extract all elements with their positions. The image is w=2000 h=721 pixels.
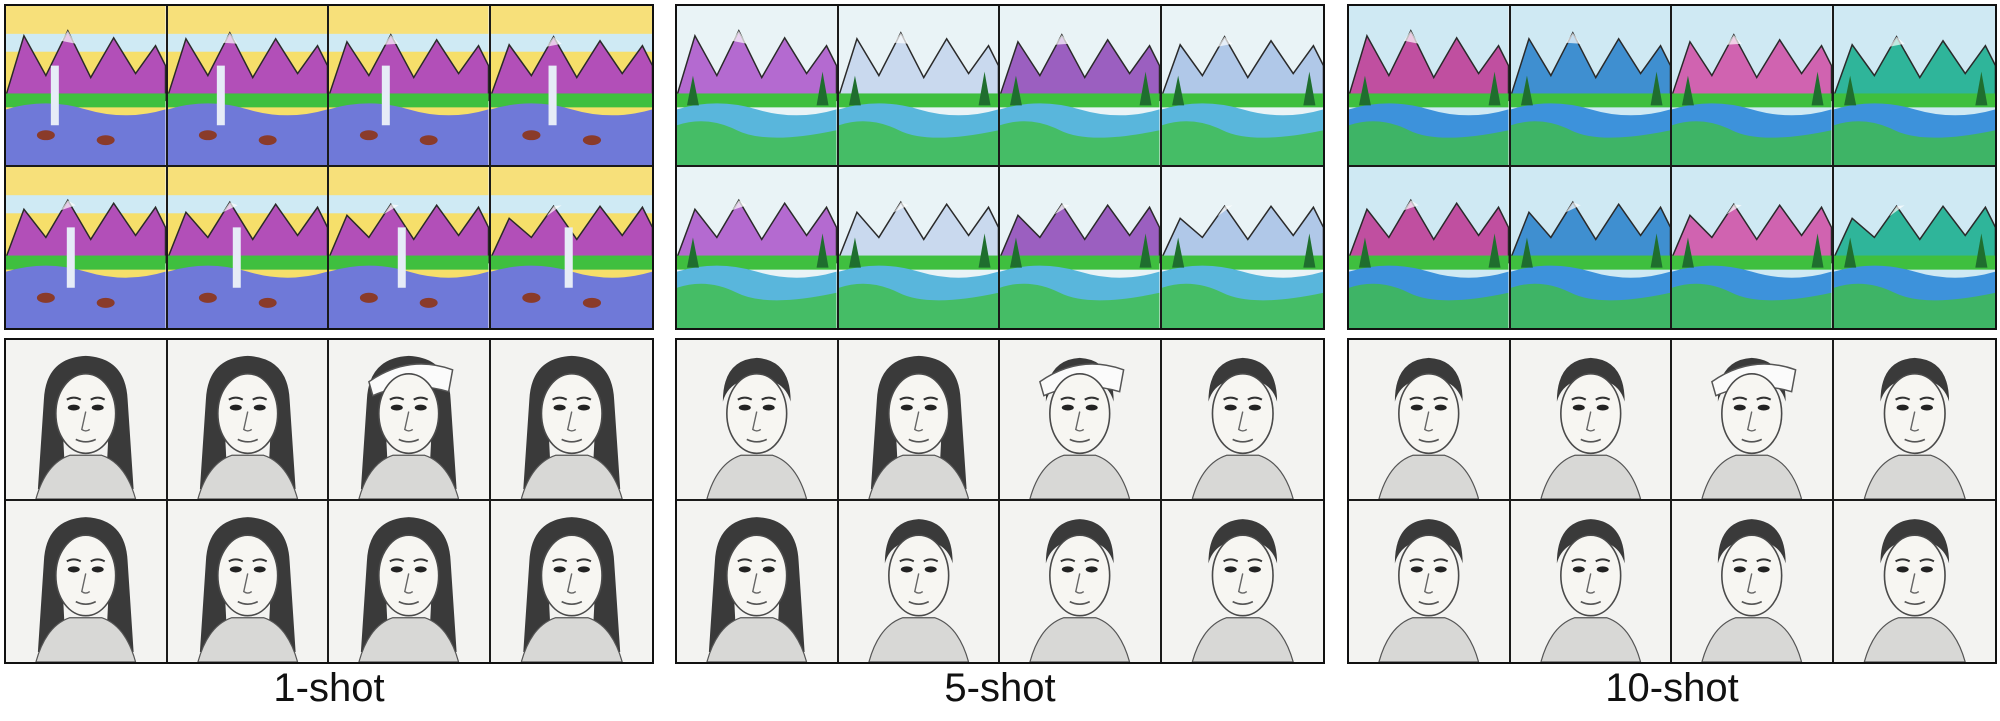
- landscape-image: [167, 167, 329, 328]
- landscape-image: [1833, 167, 1995, 328]
- landscape-image: [838, 167, 1000, 328]
- portrait-cells-3: [1349, 340, 1995, 662]
- landscape-image: [1000, 167, 1162, 328]
- portrait-sketch-image: [1672, 501, 1834, 662]
- landscape-image: [329, 167, 491, 328]
- landscape-image: [1510, 167, 1672, 328]
- portrait-grid-5-shot: [675, 338, 1325, 664]
- portrait-sketch-image: [1833, 501, 1995, 662]
- portrait-sketch-image: [838, 340, 1000, 501]
- portrait-sketch-image: [490, 501, 652, 662]
- landscape-image: [490, 6, 652, 167]
- landscape-image: [490, 167, 652, 328]
- landscape-image: [329, 6, 491, 167]
- landscape-image: [1672, 6, 1834, 167]
- portrait-sketch-image: [167, 340, 329, 501]
- portrait-sketch-image: [1161, 501, 1323, 662]
- portrait-sketch-image: [1510, 501, 1672, 662]
- portrait-sketch-image: [1349, 501, 1511, 662]
- portrait-grid-1-shot: [4, 338, 654, 664]
- portrait-sketch-image: [167, 501, 329, 662]
- portrait-sketch-image: [329, 340, 491, 501]
- portrait-sketch-image: [677, 340, 839, 501]
- landscape-cells-2: [677, 6, 1323, 328]
- landscape-image: [1510, 6, 1672, 167]
- landscape-cells-1: [6, 6, 652, 328]
- portrait-sketch-image: [1349, 340, 1511, 501]
- column-label-10-shot: 10-shot: [1605, 666, 1739, 710]
- landscape-image: [1833, 6, 1995, 167]
- landscape-image: [6, 167, 168, 328]
- portrait-grid-10-shot: [1347, 338, 1997, 664]
- landscape-image: [167, 6, 329, 167]
- landscape-image: [838, 6, 1000, 167]
- portrait-sketch-image: [6, 501, 168, 662]
- landscape-image: [677, 167, 839, 328]
- portrait-sketch-image: [1672, 340, 1834, 501]
- landscape-cells-3: [1349, 6, 1995, 328]
- portrait-sketch-image: [1000, 340, 1162, 501]
- portrait-sketch-image: [490, 340, 652, 501]
- landscape-image: [1161, 6, 1323, 167]
- landscape-image: [1349, 167, 1511, 328]
- portrait-sketch-image: [1510, 340, 1672, 501]
- landscape-grid-1-shot: [4, 4, 654, 330]
- portrait-cells-2: [677, 340, 1323, 662]
- portrait-sketch-image: [1000, 501, 1162, 662]
- landscape-grid-5-shot: [675, 4, 1325, 330]
- landscape-image: [677, 6, 839, 167]
- column-label-1-shot: 1-shot: [273, 666, 385, 710]
- portrait-sketch-image: [1833, 340, 1995, 501]
- portrait-sketch-image: [6, 340, 168, 501]
- portrait-sketch-image: [677, 501, 839, 662]
- landscape-image: [1672, 167, 1834, 328]
- column-label-5-shot: 5-shot: [944, 666, 1056, 710]
- landscape-image: [1161, 167, 1323, 328]
- portrait-cells-1: [6, 340, 652, 662]
- landscape-image: [6, 6, 168, 167]
- landscape-image: [1000, 6, 1162, 167]
- portrait-sketch-image: [838, 501, 1000, 662]
- portrait-sketch-image: [329, 501, 491, 662]
- portrait-sketch-image: [1161, 340, 1323, 501]
- landscape-grid-10-shot: [1347, 4, 1997, 330]
- landscape-image: [1349, 6, 1511, 167]
